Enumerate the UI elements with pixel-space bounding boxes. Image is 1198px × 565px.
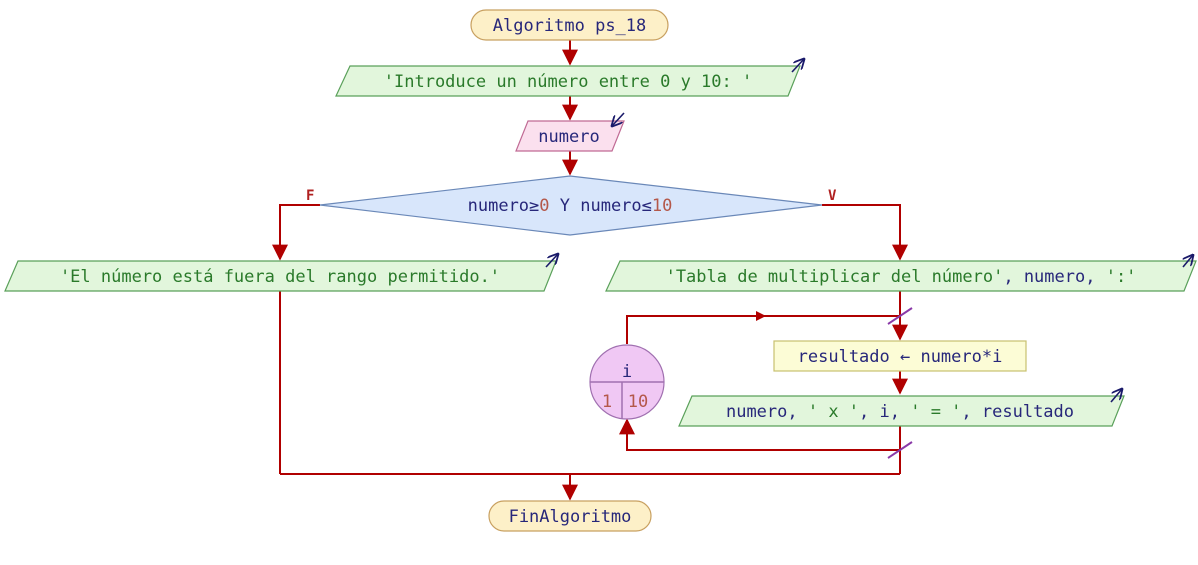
output-out-of-range: 'El número está fuera del rango permitid… — [4, 254, 558, 292]
output-table-title-segment: ':' — [1106, 267, 1137, 287]
loop-entry-tick — [887, 307, 913, 325]
for-loop-from: 1 — [602, 392, 612, 412]
output-loop-line-shape — [678, 395, 1125, 427]
start-terminal-label: Algoritmo ps_18 — [493, 16, 647, 36]
for-loop-var: i — [622, 362, 632, 382]
output-table-title: 'Tabla de multiplicar del número', numer… — [605, 255, 1197, 292]
decision-condition-segment: 10 — [652, 196, 672, 216]
decision-condition-segment: numero≥ — [468, 196, 540, 216]
output-loop-line-segment: numero, — [726, 402, 808, 422]
decision-true-label: V — [828, 188, 837, 204]
decision-false-label: F — [306, 188, 314, 204]
output-table-title-text: 'Tabla de multiplicar del número', numer… — [666, 267, 1137, 287]
output-table-title-shape — [605, 260, 1197, 292]
input-numero: numero — [515, 112, 625, 152]
input-shape — [515, 120, 625, 152]
output-loop-line-segment: ' x ' — [808, 402, 859, 422]
output-arrow-icon — [545, 254, 558, 268]
process-assign-shape — [773, 340, 1027, 372]
output-loop-line-segment: , resultado — [961, 402, 1074, 422]
loop-direction-arrow — [756, 311, 766, 321]
end-terminal-shape — [488, 500, 652, 532]
decision-shape — [319, 175, 823, 236]
for-loop: i 1 10 — [589, 344, 665, 420]
process-assign-text: resultado ← numero*i — [798, 347, 1003, 367]
decision-condition-segment: Y numero≤ — [550, 196, 652, 216]
output-prompt: 'Introduce un número entre 0 y 10: ' — [335, 59, 804, 97]
output-loop-line-segment: , i, — [859, 402, 910, 422]
output-loop-line: numero, ' x ', i, ' = ', resultado — [678, 389, 1125, 427]
input-arrow-icon — [612, 112, 625, 126]
end-terminal-label: FinAlgoritmo — [509, 507, 632, 527]
loop-exit-tick — [887, 441, 913, 459]
output-arrow-icon — [1110, 389, 1122, 403]
edge-decision-true — [822, 204, 908, 261]
output-out-of-range-shape — [4, 260, 557, 292]
output-arrow-icon — [791, 59, 804, 73]
input-var-text: numero — [538, 127, 599, 147]
end-terminal: FinAlgoritmo — [488, 500, 652, 532]
output-loop-line-text: numero, ' x ', i, ' = ', resultado — [726, 402, 1074, 422]
edge-loop-back-top — [626, 315, 900, 344]
start-terminal: Algoritmo ps_18 — [470, 9, 669, 41]
output-table-title-segment: 'Tabla de multiplicar del número' — [666, 267, 1004, 287]
decision: numero≥0 Y numero≤10 F V — [306, 175, 837, 236]
decision-condition-segment: 0 — [539, 196, 549, 216]
process-assign: resultado ← numero*i — [773, 340, 1027, 372]
output-arrow-icon — [1183, 255, 1193, 268]
output-out-of-range-text: 'El número está fuera del rango permitid… — [60, 267, 500, 287]
output-loop-line-segment: ' = ' — [910, 402, 961, 422]
output-prompt-text: 'Introduce un número entre 0 y 10: ' — [384, 72, 752, 92]
edge-decision-false — [272, 204, 320, 261]
edge-loop-back-bottom — [619, 418, 900, 451]
output-prompt-shape — [335, 65, 801, 97]
edges — [272, 40, 913, 501]
decision-condition-text: numero≥0 Y numero≤10 — [468, 196, 673, 216]
start-terminal-shape — [470, 9, 669, 41]
output-table-title-segment: , numero, — [1003, 267, 1105, 287]
for-loop-to: 10 — [628, 392, 648, 412]
